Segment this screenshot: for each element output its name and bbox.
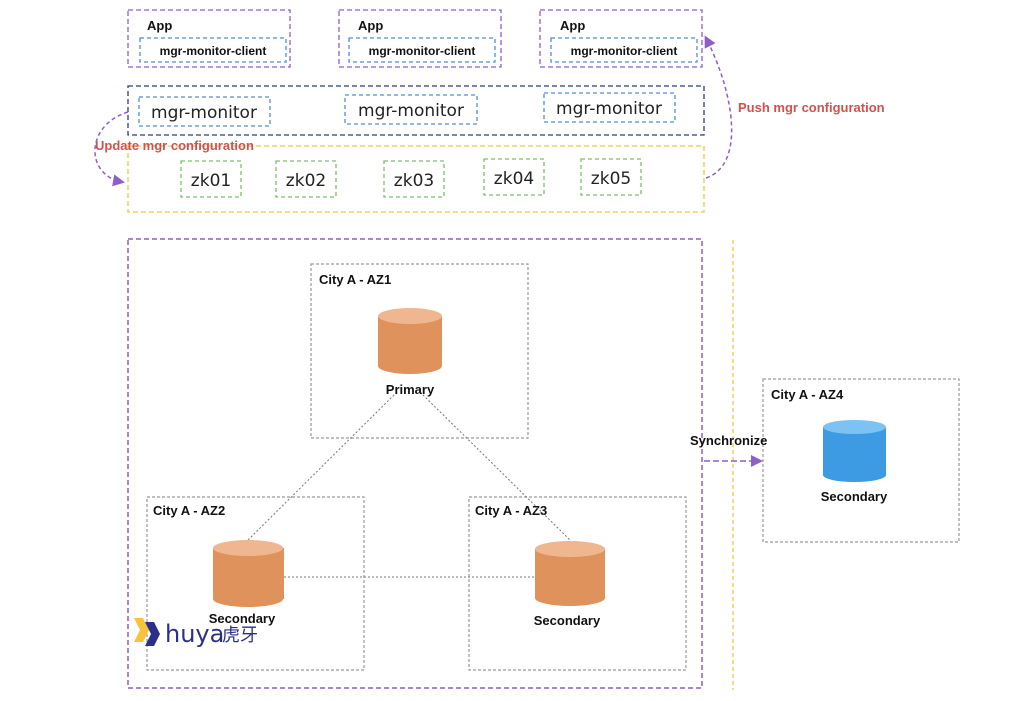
zk-label-2: zk02 <box>286 171 326 191</box>
secondary-db-az4-label: Secondary <box>821 489 888 504</box>
zone-az2-title: City A - AZ2 <box>153 503 225 518</box>
zone-az4-title: City A - AZ4 <box>771 387 844 402</box>
secondary-db-az3-icon <box>535 541 605 606</box>
link-primary-az2 <box>247 391 398 541</box>
monitor-row-box <box>127 85 705 136</box>
push-label: Push mgr configuration <box>738 100 885 115</box>
zk-label-1: zk01 <box>191 171 231 191</box>
update-label: Update mgr configuration <box>95 138 254 153</box>
synchronize-label: Synchronize <box>690 433 767 448</box>
zone-az3-title: City A - AZ3 <box>475 503 547 518</box>
zone-az1-title: City A - AZ1 <box>319 272 391 287</box>
monitor-label-1: mgr-monitor <box>151 103 257 123</box>
monitor-label-3: mgr-monitor <box>556 99 662 119</box>
zk-label-5: zk05 <box>591 169 631 189</box>
link-primary-az3 <box>419 391 571 541</box>
primary-db-label: Primary <box>386 382 435 397</box>
client-label-3: mgr-monitor-client <box>571 44 678 58</box>
zk-box-1 <box>180 160 242 198</box>
secondary-db-az4-icon <box>823 420 886 482</box>
client-box-1 <box>139 37 287 63</box>
zk-box-4 <box>483 158 545 196</box>
monitor-box-1 <box>138 96 271 127</box>
monitor-box-2 <box>344 94 478 125</box>
monitor-box-3 <box>543 92 676 123</box>
huya-logo-cjk: 虎牙 <box>222 625 258 646</box>
secondary-db-az2-label: Secondary <box>209 611 276 626</box>
client-box-3 <box>550 37 698 63</box>
primary-db-icon <box>378 308 442 374</box>
zk-box-2 <box>275 160 337 198</box>
zk-row-box <box>127 145 705 213</box>
secondary-db-az2-icon <box>213 540 284 607</box>
client-label-2: mgr-monitor-client <box>369 44 476 58</box>
zk-box-5 <box>580 158 642 196</box>
monitor-label-2: mgr-monitor <box>358 101 464 121</box>
app-box-1 <box>127 9 291 68</box>
secondary-db-az3-label: Secondary <box>534 613 601 628</box>
zk-label-3: zk03 <box>394 171 434 191</box>
huya-logo: huya 虎牙 <box>134 618 258 648</box>
client-label-1: mgr-monitor-client <box>160 44 267 58</box>
huya-logo-text: huya <box>165 620 224 648</box>
app-label-2: App <box>358 18 383 33</box>
zone-az4-box <box>762 378 960 543</box>
push-arrow <box>704 35 733 179</box>
client-box-2 <box>348 37 496 63</box>
zk-label-4: zk04 <box>494 169 534 189</box>
app-label-1: App <box>147 18 172 33</box>
zone-az1-box <box>310 263 529 439</box>
zk-box-3 <box>383 160 445 198</box>
app-label-3: App <box>560 18 585 33</box>
app-box-2 <box>338 9 502 68</box>
app-box-3 <box>539 9 703 68</box>
